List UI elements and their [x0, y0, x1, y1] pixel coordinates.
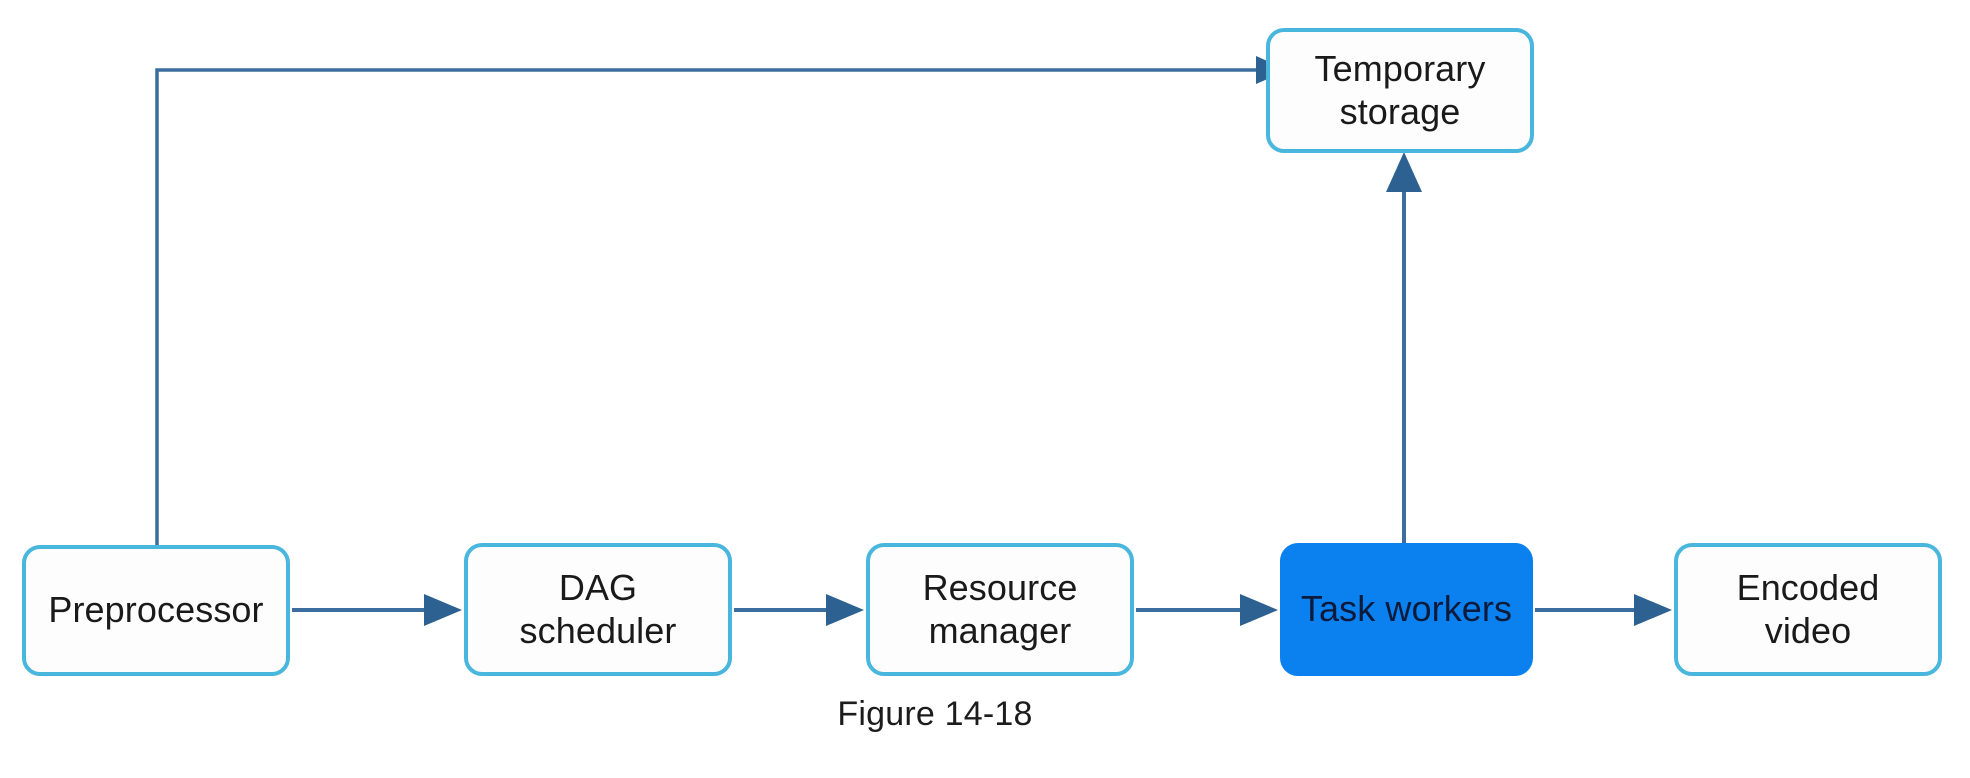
edge-dag-scheduler-to-resource-manager: [734, 594, 864, 626]
node-dag-scheduler[interactable]: DAG scheduler: [464, 543, 732, 676]
node-resource-manager-label: Resource manager: [922, 567, 1078, 651]
edge-task-workers-to-temporary-storage: [1386, 152, 1422, 545]
node-temporary-storage[interactable]: Temporary storage: [1266, 28, 1534, 153]
node-task-workers[interactable]: Task workers: [1280, 543, 1533, 676]
edge-task-workers-to-encoded-video: [1535, 594, 1672, 626]
node-encoded-video[interactable]: Encoded video: [1674, 543, 1942, 676]
node-dag-scheduler-label: DAG scheduler: [519, 567, 677, 651]
node-temporary-storage-label: Temporary storage: [1314, 48, 1486, 132]
edge-resource-manager-to-task-workers: [1136, 594, 1278, 626]
arrowhead-right-icon: [826, 594, 864, 626]
arrowhead-right-icon: [1240, 594, 1278, 626]
node-task-workers-label: Task workers: [1300, 588, 1513, 630]
node-resource-manager[interactable]: Resource manager: [866, 543, 1134, 676]
node-encoded-video-label: Encoded video: [1736, 567, 1880, 651]
arrowhead-right-icon: [1634, 594, 1672, 626]
figure-caption: Figure 14-18: [837, 695, 1033, 733]
node-preprocessor-label: Preprocessor: [48, 589, 264, 631]
edge-preprocessor-to-dag-scheduler: [292, 594, 462, 626]
node-preprocessor[interactable]: Preprocessor: [22, 545, 290, 676]
edge-preprocessor-to-temporary-storage: [155, 56, 1288, 545]
arrowhead-up-icon: [1386, 152, 1422, 192]
arrowhead-right-icon: [424, 594, 462, 626]
